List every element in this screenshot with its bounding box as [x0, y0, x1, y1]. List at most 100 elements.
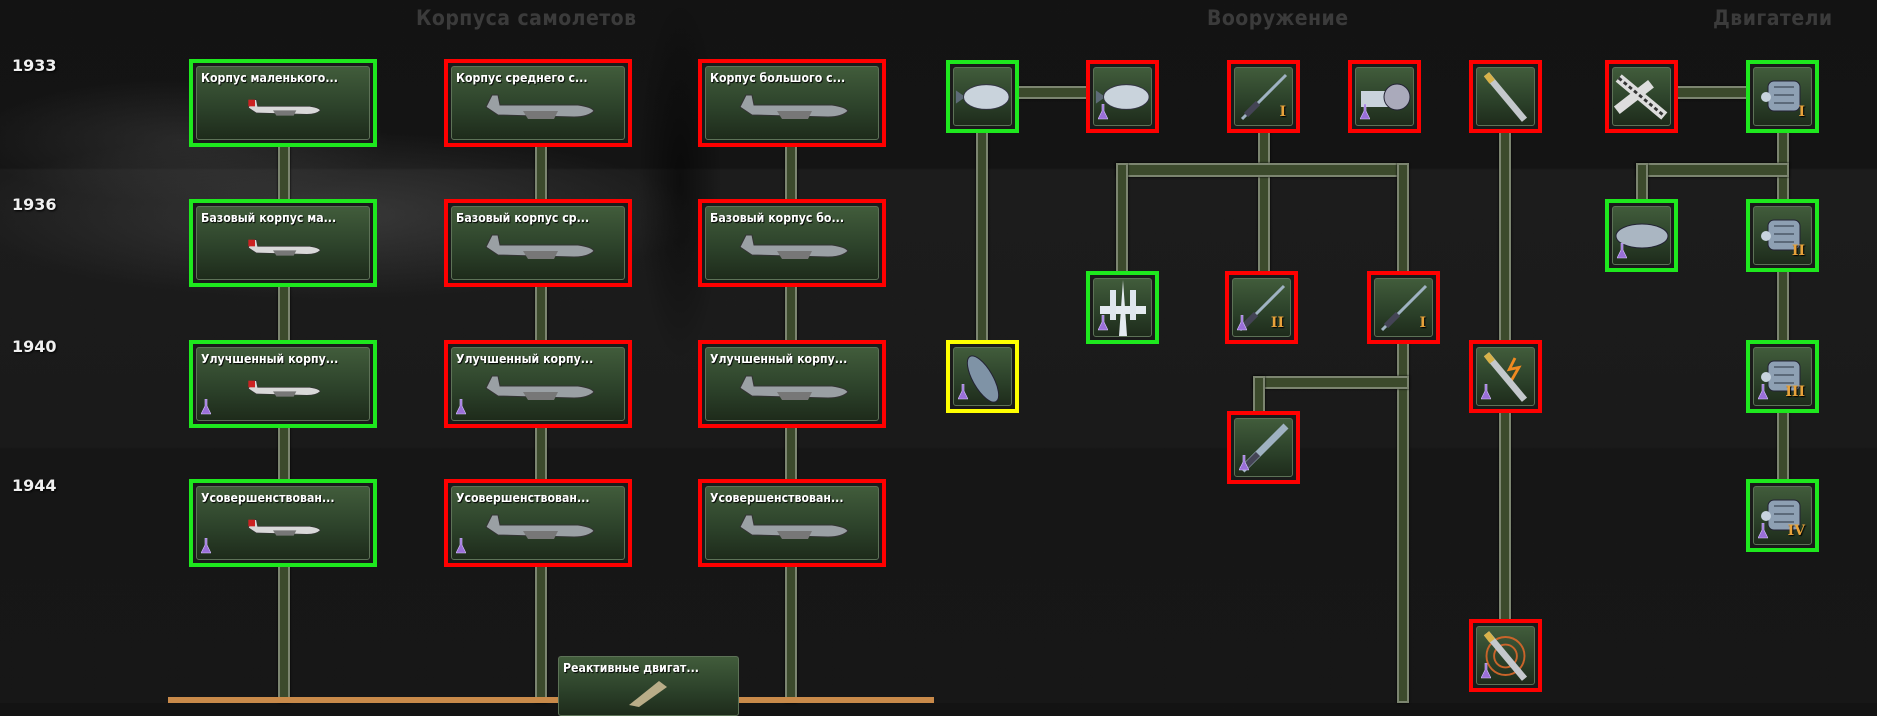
engine-icon	[1754, 72, 1811, 121]
tech-card	[1612, 206, 1671, 265]
large-plane-icon	[706, 87, 878, 131]
tech-card	[953, 347, 1012, 406]
tech-e5[interactable]: IV	[1746, 479, 1819, 552]
tech-a1[interactable]	[946, 60, 1019, 133]
camo-plane-icon	[1613, 72, 1670, 121]
tech-title: Усовершенствован...	[710, 490, 844, 505]
timeline-bar	[168, 697, 934, 703]
hull-tech-h2[interactable]: Корпус среднего с...	[444, 59, 632, 147]
tech-card	[1234, 418, 1293, 477]
tech-level: IV	[1787, 523, 1805, 539]
tech-card	[1355, 67, 1414, 126]
hull-tech-h9[interactable]: Улучшенный корпу...	[698, 340, 886, 428]
hull-tech-h7[interactable]: Улучшенный корпу...	[189, 340, 377, 428]
tech-title: Базовый корпус ср...	[456, 210, 590, 225]
research-flask-icon	[1481, 384, 1491, 400]
research-flask-icon	[1758, 384, 1768, 400]
tech-e2[interactable]	[1605, 199, 1678, 272]
tech-card	[1093, 67, 1152, 126]
bomb-icon	[954, 72, 1011, 121]
tech-title: Усовершенствован...	[456, 490, 590, 505]
header-hulls: Корпуса самолетов	[416, 6, 637, 30]
rocket-icon	[1477, 71, 1534, 122]
hull-tech-h11[interactable]: Усовершенствован...	[444, 479, 632, 567]
rocket-electric-icon	[1477, 351, 1534, 402]
tech-level: II	[1270, 315, 1284, 331]
small-plane-icon	[197, 368, 369, 412]
large-plane-icon	[706, 227, 878, 271]
research-flask-icon	[1237, 315, 1247, 331]
tech-card	[1093, 278, 1152, 337]
tech-a3[interactable]: I	[1227, 60, 1300, 133]
tech-a8[interactable]: I	[1367, 271, 1440, 344]
tech-e4[interactable]: III	[1746, 340, 1819, 413]
engine-icon	[1754, 352, 1811, 401]
tech-e0[interactable]	[1605, 60, 1678, 133]
tech-a10[interactable]	[1469, 340, 1542, 413]
research-flask-icon	[1098, 315, 1108, 331]
hull-tech-h6[interactable]: Базовый корпус бо...	[698, 199, 886, 287]
tech-a4[interactable]	[1348, 60, 1421, 133]
hull-tech-h8[interactable]: Улучшенный корпу...	[444, 340, 632, 428]
medium-plane-icon	[452, 227, 624, 271]
medium-plane-icon	[452, 368, 624, 412]
tech-card: II	[1753, 206, 1812, 265]
tech-card: Усовершенствован...	[196, 486, 370, 560]
tech-a6[interactable]	[1086, 271, 1159, 344]
tech-a9[interactable]	[946, 340, 1019, 413]
tech-level: III	[1785, 384, 1805, 400]
large-plane-icon	[706, 507, 878, 551]
research-flask-icon	[201, 538, 211, 554]
large-plane-icon	[706, 368, 878, 412]
tech-card	[1476, 67, 1535, 126]
hull-tech-h1[interactable]: Корпус маленького...	[189, 59, 377, 147]
tech-title: Усовершенствован...	[201, 490, 335, 505]
header-armament: Вооружение	[1207, 6, 1349, 30]
jet-engine-icon	[559, 677, 738, 707]
tech-card	[953, 67, 1012, 126]
medium-plane-icon	[452, 87, 624, 131]
research-flask-icon	[456, 399, 466, 415]
tech-card: Корпус большого с...	[705, 66, 879, 140]
hull-tech-h12[interactable]: Усовершенствован...	[698, 479, 886, 567]
hull-tech-h4[interactable]: Базовый корпус ма...	[189, 199, 377, 287]
tech-title: Корпус большого с...	[710, 70, 846, 85]
small-plane-icon	[197, 87, 369, 131]
tech-card: Улучшенный корпу...	[451, 347, 625, 421]
tech-card: Корпус маленького...	[196, 66, 370, 140]
drop-tank-icon	[1613, 211, 1670, 260]
research-flask-icon	[1098, 104, 1108, 120]
tech-e3[interactable]: II	[1746, 199, 1819, 272]
hull-tech-h3[interactable]: Корпус большого с...	[698, 59, 886, 147]
tech-a12[interactable]	[1469, 619, 1542, 692]
tech-card: Улучшенный корпу...	[705, 347, 879, 421]
research-flask-icon	[1360, 104, 1370, 120]
small-plane-icon	[197, 227, 369, 271]
year-label: 1936	[12, 195, 57, 214]
tech-level: II	[1791, 243, 1805, 259]
medium-plane-icon	[452, 507, 624, 551]
hull-tech-h10[interactable]: Усовершенствован...	[189, 479, 377, 567]
hull-tech-h5[interactable]: Базовый корпус ср...	[444, 199, 632, 287]
research-flask-icon	[456, 538, 466, 554]
tech-card: Усовершенствован...	[451, 486, 625, 560]
research-flask-icon	[958, 384, 968, 400]
tech-a2[interactable]	[1086, 60, 1159, 133]
tech-a11[interactable]	[1227, 411, 1300, 484]
tech-card: III	[1753, 347, 1812, 406]
tech-e1[interactable]: I	[1746, 60, 1819, 133]
tech-title: Улучшенный корпу...	[456, 351, 594, 366]
hull-tech-h13[interactable]: Реактивные двигат...	[558, 656, 739, 716]
tech-level: I	[1798, 104, 1805, 120]
research-flask-icon	[1239, 455, 1249, 471]
torpedo-icon	[954, 352, 1011, 403]
tech-title: Улучшенный корпу...	[201, 351, 339, 366]
bomb-icon	[1094, 72, 1151, 121]
tech-a5[interactable]	[1469, 60, 1542, 133]
year-label: 1933	[12, 56, 57, 75]
tech-title: Базовый корпус ма...	[201, 210, 337, 225]
tech-card: Реактивные двигат...	[558, 656, 739, 716]
tech-card: I	[1753, 67, 1812, 126]
tech-a7[interactable]: II	[1225, 271, 1298, 344]
research-flask-icon	[1617, 243, 1627, 259]
